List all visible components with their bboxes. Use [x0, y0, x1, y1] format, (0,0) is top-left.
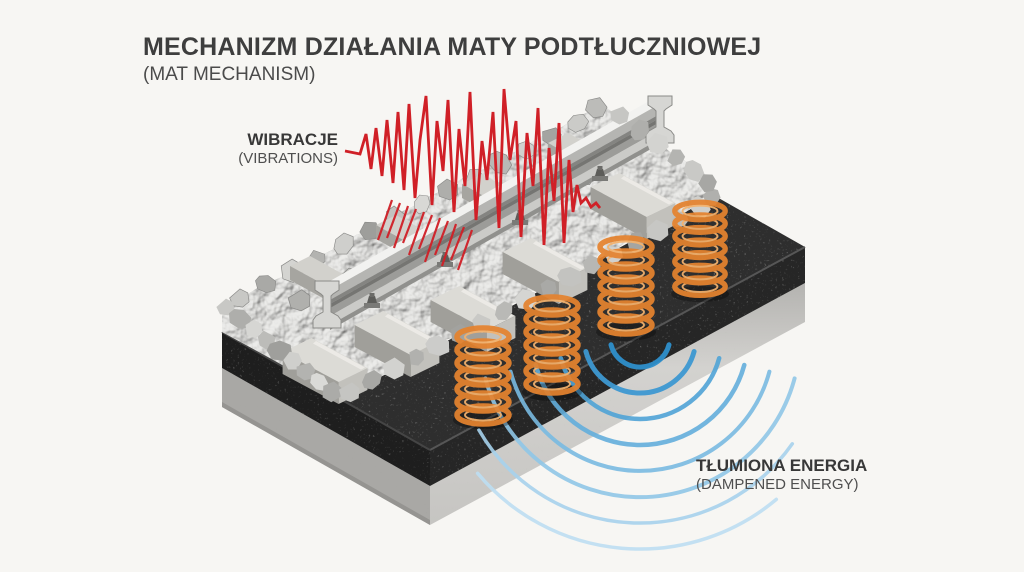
vibration-waveform — [344, 88, 602, 271]
base-layer — [222, 283, 805, 525]
vibrations-label: WIBRACJE — [247, 130, 338, 149]
mat-springs — [453, 202, 729, 429]
subtitle: (MAT MECHANISM) — [143, 63, 316, 85]
title: MECHANIZM DZIAŁANIA MATY PODTŁUCZNIOWEJ — [143, 33, 762, 61]
vibration-wave-line — [344, 88, 602, 246]
vibrations-sublabel: (VIBRATIONS) — [238, 150, 338, 168]
title-block: MECHANIZM DZIAŁANIA MATY PODTŁUCZNIOWEJ … — [143, 33, 761, 86]
dampened-energy-sublabel: (DAMPENED ENERGY) — [696, 476, 859, 494]
vibrations-callout: WIBRACJE (VIBRATIONS) — [0, 130, 338, 168]
dampened-energy-callout: TŁUMIONA ENERGIA (DAMPENED ENERGY) — [696, 456, 867, 494]
dampened-energy-label: TŁUMIONA ENERGIA — [696, 456, 868, 475]
vibration-hatch-marks — [376, 199, 474, 271]
